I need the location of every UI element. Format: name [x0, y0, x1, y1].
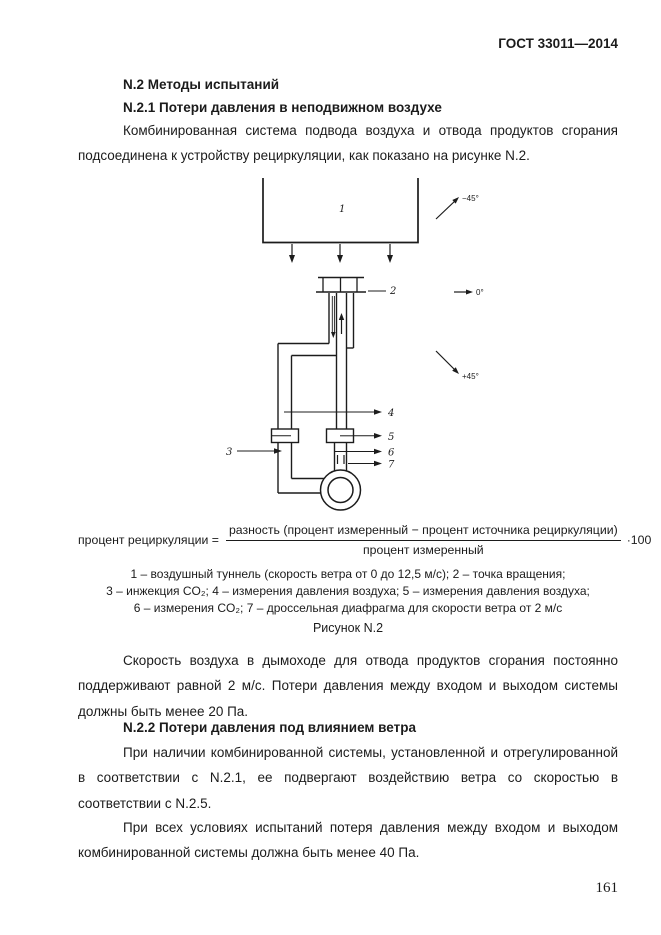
part-label-3: 3: [226, 447, 232, 458]
wind-angle-0-arrow: 0°: [454, 288, 484, 297]
angle-label-minus45: −45°: [462, 194, 479, 203]
legend-line-3: 6 – измерения CO₂; 7 – дроссельная диафр…: [133, 600, 563, 615]
angle-label-plus45: +45°: [462, 372, 479, 381]
paragraph-air-speed: Скорость воздуха в дымоходе для отвода п…: [78, 653, 618, 719]
formula-multiplier: ·100: [626, 533, 652, 547]
figure-caption: Рисунок N.2: [312, 621, 384, 635]
section-heading-n2-2: N.2.2 Потери давления под влиянием ветра: [123, 720, 416, 735]
pivot-flange: 2: [316, 276, 396, 297]
wind-angle-minus45-arrow: −45°: [435, 194, 479, 220]
figure-legend: 1 – воздушный туннель (скорость ветра от…: [78, 566, 618, 616]
part-label-4: 4: [387, 408, 394, 419]
section-heading-n2-1: N.2.1 Потери давления в неподвижном возд…: [123, 100, 442, 115]
paragraph-intro: Комбинированная система подвода воздуха …: [78, 123, 618, 164]
wind-angle-plus45-arrow: +45°: [435, 350, 479, 381]
fan-circle: [319, 469, 362, 511]
legend-line-1: 1 – воздушный туннель (скорость ветра от…: [130, 567, 566, 581]
part-label-5: 5: [388, 432, 394, 443]
figure-n2-diagram: 1 −45° 0° +45° 2: [226, 178, 484, 511]
wind-tunnel-box: 1: [262, 178, 419, 244]
part-label-7: 7: [388, 460, 395, 471]
part-label-1: 1: [339, 204, 345, 215]
paragraph-pressure-limit: При всех условиях испытаний потеря давле…: [78, 820, 618, 861]
formula-lhs: процент рециркуляции =: [78, 533, 219, 547]
legend-line-2: 3 – инжекция CO₂; 4 – измерения давления…: [106, 583, 590, 598]
tunnel-flow-arrows: [289, 244, 393, 263]
formula-numerator: разность (процент измеренный − процент и…: [225, 523, 621, 541]
pipe-assembly: [277, 293, 355, 494]
angle-label-0: 0°: [476, 288, 484, 297]
recirculation-formula: процент рециркуляции = разность (процент…: [78, 523, 651, 558]
part-label-6: 6: [388, 448, 395, 459]
pressure-measurement-boxes: [270, 428, 355, 444]
page-number: 161: [595, 880, 619, 896]
leader-lines: 3 4 5 6 7: [226, 408, 395, 471]
part-label-2: 2: [389, 286, 396, 297]
paragraph-wind-setup: При наличии комбинированной системы, уст…: [78, 745, 618, 811]
section-heading-n2: N.2 Методы испытаний: [123, 77, 280, 92]
formula-fraction: разность (процент измеренный − процент и…: [225, 523, 621, 558]
formula-denominator: процент измеренный: [362, 543, 484, 557]
document-header-gost-number: ГОСТ 33011—2014: [498, 36, 618, 51]
